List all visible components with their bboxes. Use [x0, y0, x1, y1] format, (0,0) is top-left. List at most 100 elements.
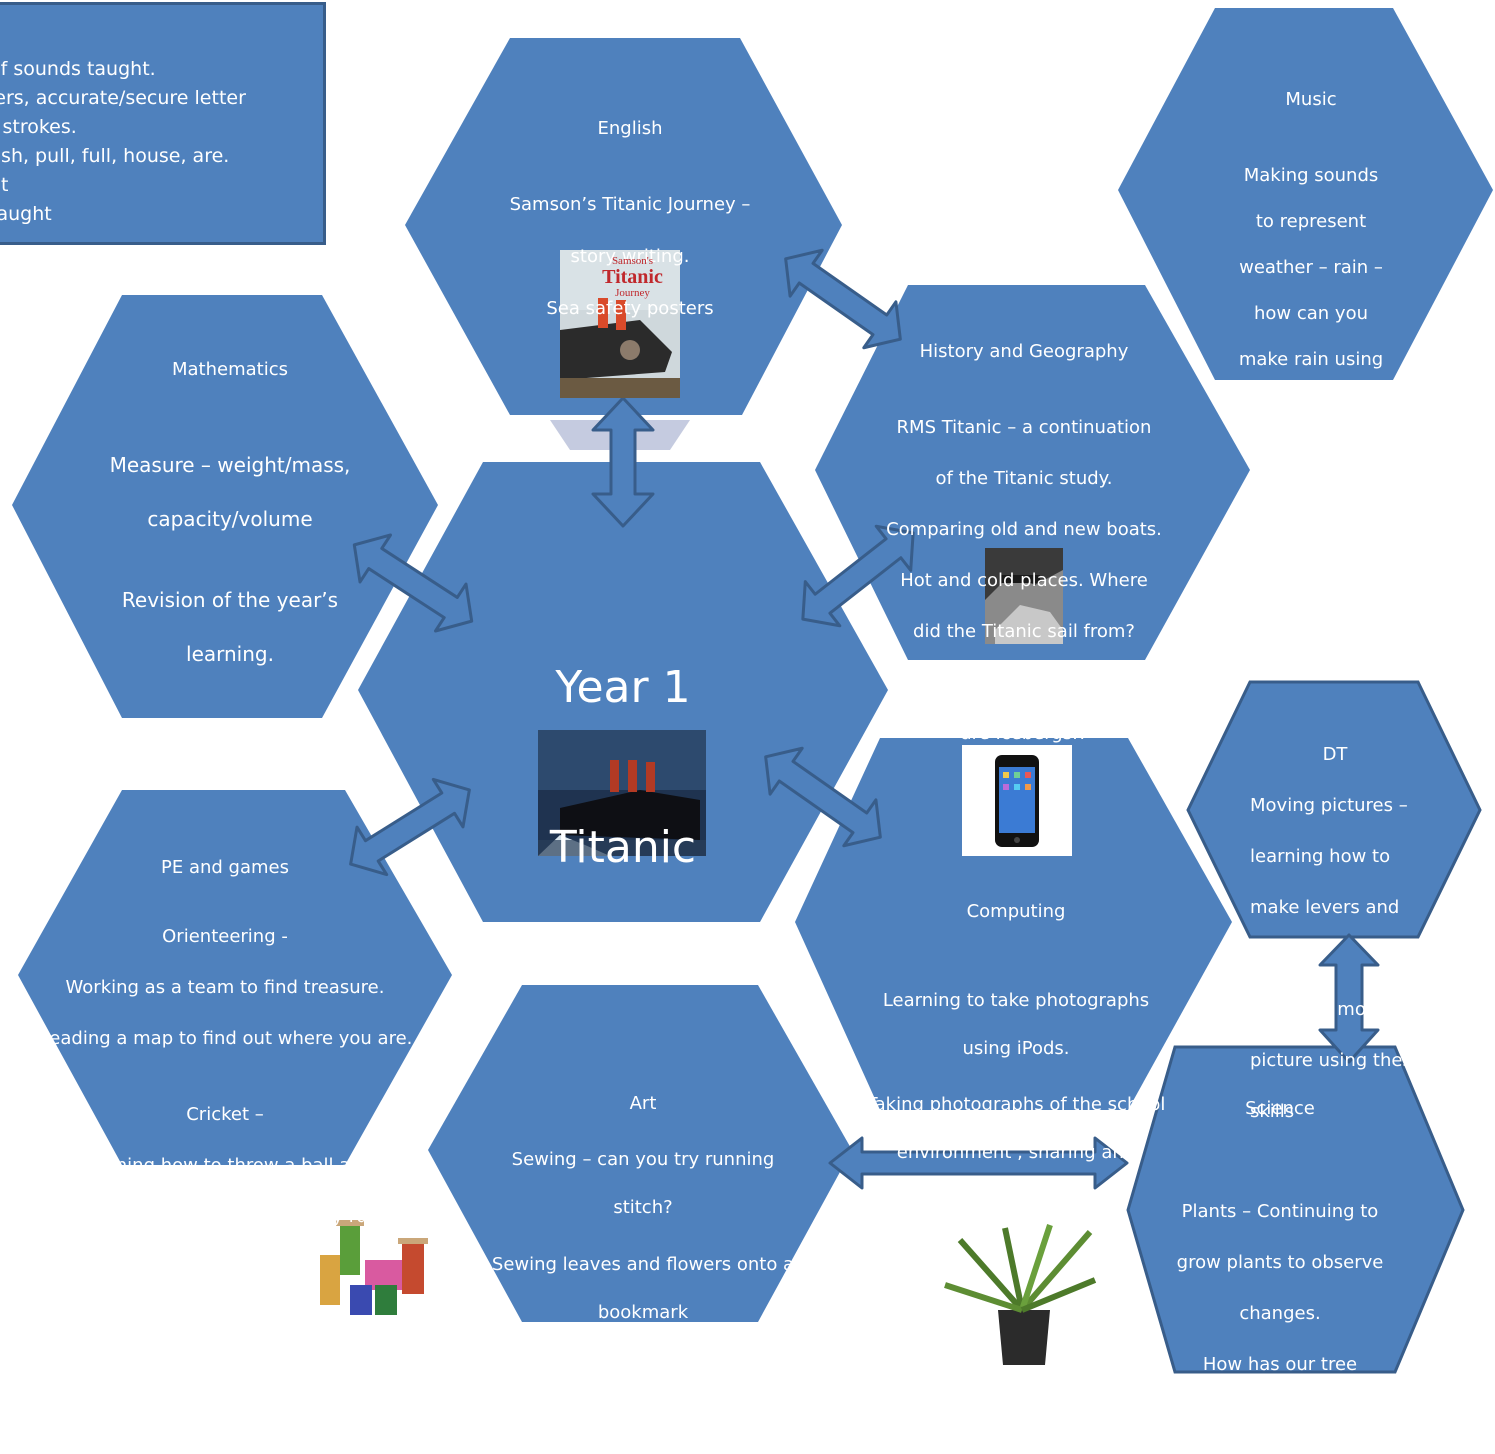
- iphone-image: [962, 745, 1072, 856]
- history-hexagon: [815, 285, 1250, 660]
- art-line: stitch?: [613, 1197, 673, 1218]
- english-text: English Samson’s Titanic Journey – story…: [480, 90, 780, 348]
- history-line: Where was it heading? What: [894, 671, 1154, 693]
- music-title: Music: [1285, 89, 1337, 110]
- arrow-pe-center: [349, 777, 471, 877]
- english-line: Sea safety posters: [546, 298, 714, 319]
- art-title: Art: [629, 1093, 657, 1114]
- dt-line: learning how to: [1250, 845, 1391, 867]
- arrow-art-science: [828, 1136, 1129, 1190]
- pe-line: hit a ball with a bat. How many runs: [61, 1205, 389, 1227]
- computing-hexagon: [795, 738, 1232, 1110]
- thread-spools-image: [320, 1220, 428, 1315]
- science-title: Science: [1245, 1097, 1315, 1119]
- center-line-topic: Titanic: [549, 822, 697, 873]
- arrow-english-center: [591, 396, 655, 528]
- book-cover-image: [560, 250, 680, 398]
- dt-line: make levers and: [1250, 896, 1400, 918]
- pe-line: Working as a team to find treasure.: [65, 976, 385, 998]
- dt-line: Making a moving: [1250, 998, 1405, 1020]
- history-text: History and Geography RMS Titanic – a co…: [874, 313, 1174, 772]
- music-line: an instrument?: [1242, 395, 1380, 416]
- english-line: story writing.: [570, 246, 690, 267]
- arrows: [349, 248, 1380, 1190]
- computing-line: Learning to take photographs: [882, 990, 1150, 1011]
- computing-line: using iPods.: [962, 1038, 1070, 1059]
- english-line: Samson’s Titanic Journey –: [509, 194, 751, 215]
- literacy-line: taught: [0, 203, 52, 225]
- dt-line: pivots.: [1250, 947, 1311, 969]
- science-text: Science Plants – Continuing to grow plan…: [1160, 1070, 1400, 1454]
- pe-text: PE and games Orienteering - Working as a…: [35, 829, 415, 1306]
- dt-title: DT: [1322, 743, 1348, 765]
- titanic-painting: [538, 730, 706, 856]
- computing-title: Computing: [966, 901, 1066, 922]
- art-line: Sewing – can you try running: [511, 1149, 775, 1170]
- computing-line: environment , sharing and: [896, 1142, 1136, 1163]
- music-hexagon: [1118, 8, 1493, 380]
- pe-line: Cricket –: [186, 1103, 264, 1125]
- literacy-line: t strokes.: [0, 116, 77, 138]
- pe-line: Learning how to throw a ball and: [76, 1154, 374, 1176]
- history-line: RMS Titanic – a continuation: [896, 416, 1152, 438]
- computing-line: Taking photographs of the school: [866, 1094, 1166, 1115]
- iceberg-photo: [985, 548, 1063, 644]
- pe-line: can you score?: [157, 1256, 293, 1278]
- maths-hexagon: [12, 295, 438, 718]
- center-text: Year 1 Titanic: [473, 568, 773, 968]
- book-line: Journey: [615, 287, 650, 299]
- arrow-english-history: [784, 248, 902, 350]
- arrow-maths-center: [352, 533, 474, 633]
- english-hexagon: [405, 38, 842, 415]
- potted-plant-image: [944, 1224, 1097, 1365]
- music-line: make rain using: [1238, 349, 1384, 370]
- pe-hexagon: [18, 790, 452, 1165]
- arrow-computing-center: [764, 746, 882, 848]
- literacy-line: nt: [0, 174, 9, 196]
- arrow-history-center: [801, 524, 915, 628]
- art-text: Art Sewing – can you try running stitch?…: [478, 1068, 808, 1349]
- pe-line: Orienteering -: [162, 925, 288, 947]
- literacy-line: ush, pull, full, house, are.: [0, 145, 230, 167]
- science-line: changes over the year?: [1173, 1404, 1387, 1426]
- science-hexagon: [1126, 1045, 1465, 1374]
- dt-line: picture using these: [1250, 1049, 1423, 1071]
- music-line: how can you: [1254, 303, 1368, 324]
- center-hexagon: [358, 462, 888, 922]
- literacy-line: lers, accurate/secure letter: [0, 87, 246, 109]
- history-line: did the Titanic sail from?: [913, 620, 1135, 642]
- english-title: English: [597, 118, 663, 139]
- music-line: Making sounds: [1243, 165, 1379, 186]
- art-line: Sewing leaves and flowers onto a: [491, 1254, 795, 1275]
- pe-line: Reading a map to find out where you are.: [37, 1027, 413, 1049]
- literacy-line: of sounds taught.: [0, 58, 156, 80]
- dt-hexagon: [1186, 680, 1482, 939]
- maths-text: Mathematics Measure – weight/mass, capac…: [80, 332, 380, 694]
- literacy-box: of sounds taught. lers, accurate/secure …: [0, 2, 326, 245]
- science-line: How has our tree: [1202, 1353, 1358, 1375]
- maths-title: Mathematics: [172, 359, 288, 380]
- book-line: Titanic: [602, 266, 663, 288]
- maths-line: learning.: [186, 642, 274, 666]
- arrow-dt-science: [1318, 933, 1380, 1064]
- literacy-lines: of sounds taught. lers, accurate/secure …: [0, 55, 246, 229]
- history-line: of the Titanic study.: [935, 467, 1113, 489]
- book-line: Samson's: [611, 255, 654, 267]
- dt-line: skills: [1250, 1100, 1295, 1122]
- history-title: History and Geography: [919, 340, 1129, 362]
- dt-line: Moving pictures –: [1250, 794, 1408, 816]
- art-line: bookmark: [597, 1302, 689, 1323]
- computing-line: storing them.: [955, 1190, 1077, 1211]
- maths-line: capacity/volume: [147, 507, 313, 531]
- science-line: grow plants to observe: [1176, 1251, 1384, 1273]
- history-line: Comparing old and new boats.: [886, 518, 1162, 540]
- music-text: Music Making sounds to represent weather…: [1216, 65, 1406, 440]
- maths-line: Measure – weight/mass,: [109, 453, 351, 477]
- art-hexagon: [428, 985, 852, 1322]
- science-line: changes.: [1239, 1302, 1321, 1324]
- music-line: to represent: [1255, 211, 1367, 232]
- history-line: Hot and cold places. Where: [900, 569, 1148, 591]
- center-line-year: Year 1: [555, 662, 691, 713]
- diagram-shapes: [12, 8, 1493, 1374]
- science-line: Plants – Continuing to: [1181, 1200, 1379, 1222]
